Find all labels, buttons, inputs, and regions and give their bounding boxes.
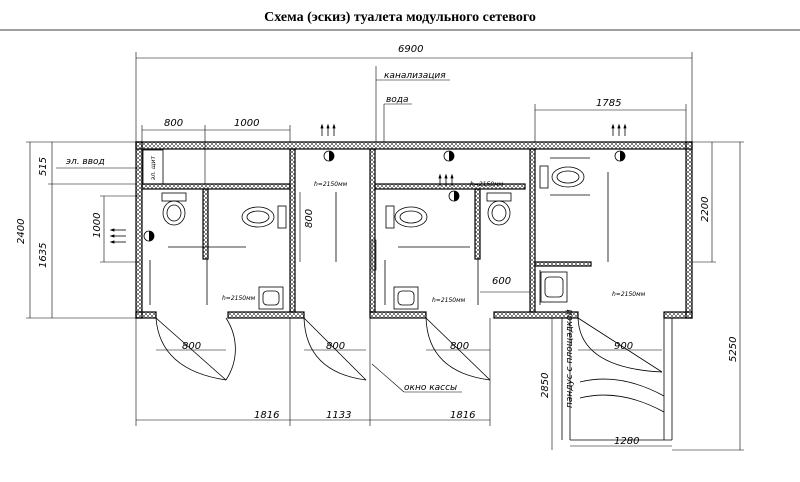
dim-total-width: 6900 — [398, 44, 423, 55]
page-title: Схема (эскиз) туалета модульного сетевог… — [264, 10, 536, 25]
dim-door-1: 800 — [182, 341, 201, 352]
vent-arrows — [109, 123, 627, 244]
dim-5250: 5250 — [728, 337, 739, 362]
dim-2400: 2400 — [16, 219, 27, 244]
dim-1635: 1635 — [38, 243, 49, 268]
el-input-label: эл. ввод — [66, 157, 105, 167]
interior-walls — [141, 148, 592, 313]
doors — [155, 317, 663, 381]
toilet-icon — [161, 192, 187, 226]
dim-1000-top: 1000 — [234, 118, 259, 129]
dim-door-2: 800 — [326, 341, 345, 352]
el-panel-label: эл. щит — [150, 156, 157, 180]
cash-window-label: окно кассы — [404, 383, 457, 393]
height-label: h=2150мм — [222, 295, 256, 302]
dim-door-4: 900 — [614, 341, 633, 352]
height-label: h=2150мм — [314, 181, 348, 188]
height-label: h=2150мм — [470, 181, 504, 188]
dim-1785: 1785 — [596, 98, 621, 109]
dim-bottom-1816-b: 1816 — [450, 410, 475, 421]
partitions — [149, 172, 609, 305]
toilet-icon — [241, 205, 287, 229]
dim-2850: 2850 — [540, 373, 551, 398]
outer-walls — [135, 141, 693, 319]
toilet-icon — [486, 192, 512, 226]
dim-2200: 2200 — [700, 197, 711, 222]
dimension-lines — [26, 52, 744, 451]
water-label: вода — [386, 95, 409, 105]
dim-800-mid: 800 — [304, 209, 315, 228]
sink-icon — [529, 271, 568, 305]
dim-515: 515 — [38, 157, 49, 176]
dim-800-top: 800 — [164, 118, 183, 129]
sink-icon — [258, 286, 284, 310]
height-label: h=2150мм — [432, 297, 466, 304]
dim-bottom-1816-a: 1816 — [254, 410, 279, 421]
dim-bottom-1133: 1133 — [326, 410, 351, 421]
dim-bottom-1280: 1280 — [614, 436, 639, 447]
toilet-icon — [539, 157, 590, 196]
dim-1000-left: 1000 — [92, 213, 103, 238]
toilet-icon — [385, 205, 428, 229]
ramp: пандус с площадкой — [561, 309, 673, 441]
dim-600: 600 — [492, 276, 511, 287]
height-label: h=2150мм — [612, 291, 646, 298]
ramp-label: пандус с площадкой — [565, 309, 575, 408]
electrical-panel: эл. щит — [142, 149, 164, 185]
dim-door-3: 800 — [450, 341, 469, 352]
fan-icon — [143, 150, 626, 242]
sink-icon — [393, 286, 419, 310]
sewer-label: канализация — [384, 71, 446, 81]
